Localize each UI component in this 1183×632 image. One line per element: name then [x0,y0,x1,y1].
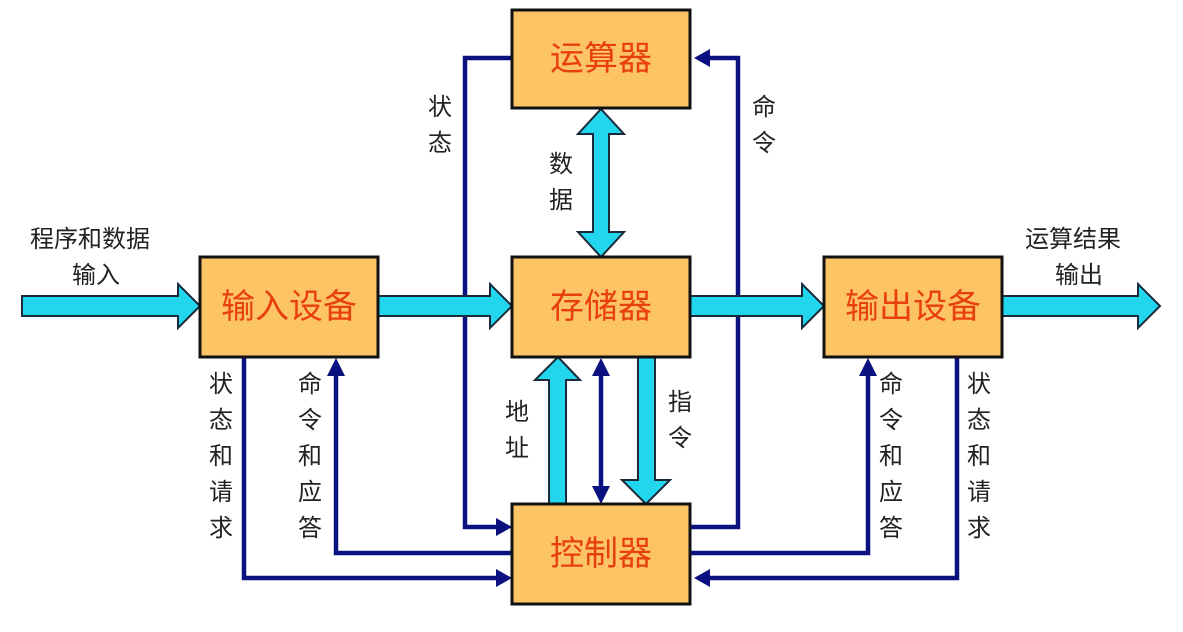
label-char: 和 [209,442,233,470]
label-char: 和 [879,442,903,470]
input-device-label: 输入设备 [221,287,357,327]
input-status-line [241,357,498,581]
label-char: 指 [668,388,692,416]
label-char: 和 [298,442,322,470]
address-label: 地址 [505,398,529,462]
label-char: 求 [209,514,233,542]
input-device-node[interactable]: 输入设备 [198,255,380,359]
data-bus-arrow [575,107,627,259]
result-output-label-2: 输出 [1055,261,1103,289]
alu-status-line [462,55,512,530]
arrowhead [327,358,345,376]
control-unit-node[interactable]: 控制器 [510,502,692,606]
result-output-label: 运算结果 [1025,225,1121,253]
label-char: 状 [428,93,452,121]
memory-node[interactable]: 存储器 [510,255,692,359]
alu-label: 运算器 [550,39,652,79]
label-char: 应 [879,478,903,506]
instruction-label: 指令 [668,388,692,452]
label-char: 址 [505,434,529,462]
memory-to-output-arrow [689,281,826,331]
label-char: 态 [428,129,452,157]
label-char: 求 [967,514,991,542]
input-to-memory-arrow [377,281,514,331]
input-command-line [333,372,512,556]
label-char: 和 [967,442,991,470]
output-device-node[interactable]: 输出设备 [822,255,1004,359]
label-char: 令 [298,406,322,434]
result-output-arrow [1001,281,1162,331]
arrowhead [592,358,610,376]
arrowhead [694,49,710,67]
program-data-input-arrow [21,281,202,331]
instruction-bus-arrow [619,356,673,506]
data-label: 数据 [549,150,573,214]
output-command-line [690,372,871,556]
alu-status-label: 状态 [428,93,452,157]
label-char: 据 [549,186,573,214]
label-char: 答 [298,514,322,542]
output-status-line [708,357,960,581]
label-char: 状 [967,370,991,398]
program-data-input-label: 程序和数据 [30,225,150,253]
output-device-label: 输出设备 [845,287,981,327]
arrowhead [859,358,877,376]
arrowhead [496,518,512,536]
program-data-input-label-2: 输入 [72,261,120,289]
label-char: 态 [967,406,991,434]
label-char: 数 [549,150,573,178]
label-char: 令 [879,406,903,434]
label-char: 状 [209,370,233,398]
label-char: 应 [298,478,322,506]
alu-command-label: 命令 [752,93,776,157]
output-command-ack-label: 命令和应答 [879,370,903,542]
label-char: 命 [752,93,776,121]
label-char: 命 [298,370,322,398]
arrowhead [496,569,512,587]
label-char: 请 [209,478,233,506]
control-unit-label: 控制器 [550,534,652,574]
label-char: 命 [879,370,903,398]
arrowhead [694,569,710,587]
input-command-ack-label: 命令和应答 [298,370,322,542]
arrowhead [592,486,610,504]
label-char: 答 [879,514,903,542]
alu-node[interactable]: 运算器 [510,8,692,110]
output-status-request-label: 状态和请求 [967,370,991,542]
label-char: 态 [209,406,233,434]
input-status-request-label: 状态和请求 [209,370,233,542]
label-char: 令 [668,424,692,452]
alu-command-line [690,55,741,530]
memory-label: 存储器 [550,287,652,327]
label-char: 请 [967,478,991,506]
address-bus-arrow [532,355,583,505]
label-char: 令 [752,129,776,157]
label-char: 地 [505,398,529,426]
